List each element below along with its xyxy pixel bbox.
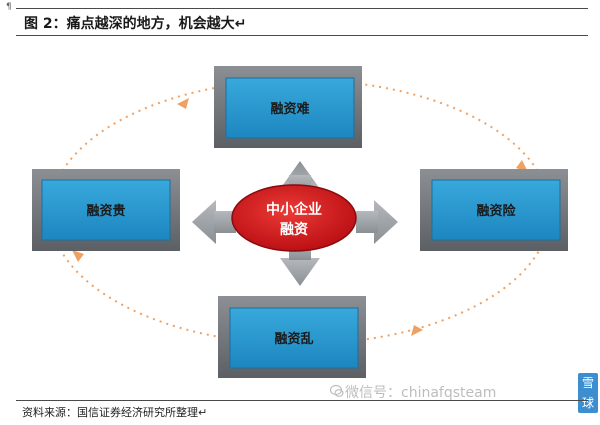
source-note: 资料来源：国信证券经济研究所整理↵	[22, 406, 208, 419]
orbit-arrowhead-bottom-right	[411, 325, 423, 336]
label-right: 融资险	[476, 203, 516, 219]
center-label-line2: 融资	[280, 221, 308, 238]
label-bottom: 融资乱	[274, 331, 313, 347]
center-ellipse	[231, 184, 357, 252]
footer-divider	[16, 400, 588, 401]
title-bar: 图 2：痛点越深的地方，机会越大↵	[16, 8, 588, 36]
orbit-arrowhead-top-left	[177, 98, 189, 109]
arrow-left-head	[192, 200, 216, 244]
orbit-arrowhead-left	[72, 250, 84, 262]
center-label-line1: 中小企业	[266, 201, 322, 218]
box-left	[32, 169, 180, 251]
arrow-right-head	[374, 200, 398, 244]
watermark-text: 微信号：chinafqsteam	[345, 385, 497, 401]
arrow-down-head	[280, 258, 320, 286]
box-bottom	[218, 296, 366, 378]
arrow-left-shaft	[214, 211, 236, 233]
label-left: 融资贵	[86, 203, 125, 219]
xueqiu-badge: 雪球	[578, 373, 598, 413]
paragraph-mark-icon: ¶	[6, 2, 12, 12]
arrow-right-shaft	[356, 211, 378, 233]
label-top: 融资难	[270, 101, 309, 117]
figure-title: 图 2：痛点越深的地方，机会越大↵	[24, 16, 247, 32]
box-right	[420, 169, 568, 251]
box-top	[214, 66, 362, 148]
wechat-icon	[330, 384, 344, 397]
